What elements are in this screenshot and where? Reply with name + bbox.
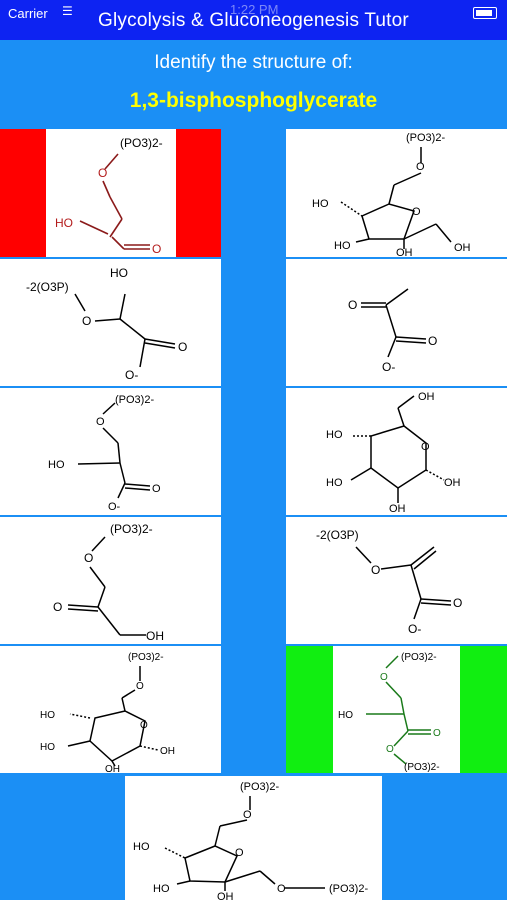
svg-text:O: O (235, 847, 244, 859)
label-text: HO (48, 459, 65, 471)
label-text: (PO3)2- (404, 762, 440, 773)
label-text: O- (382, 360, 395, 374)
label-text: (PO3)2- (115, 394, 154, 406)
choice-glucose[interactable]: OH O HO HO OH OH (286, 388, 507, 515)
label-text: HO (40, 710, 55, 721)
structure-image: OH O HO HO OH OH (326, 391, 461, 515)
wifi-icon: ☰ (62, 4, 73, 18)
svg-text:O: O (84, 551, 93, 565)
structure-image: (PO3)2- O O HO HO OH OH (312, 132, 471, 257)
label-text: OH (444, 477, 461, 489)
svg-text:O: O (140, 720, 148, 731)
label-text: HO (110, 266, 128, 280)
svg-text:O: O (348, 298, 357, 312)
choice-glyceraldehyde-3-phosphate[interactable]: (PO3)2- O HO O (0, 129, 221, 257)
label-text: (PO3)2- (120, 136, 163, 150)
choice-3-phosphoglycerate[interactable]: (PO3)2- O HO O O- (0, 388, 221, 515)
structure-image: (PO3)2- O O HO HO OH OH (40, 652, 175, 773)
battery-icon (473, 7, 497, 19)
label-text: (PO3)2- (240, 781, 279, 793)
structure-image: (PO3)2- O HO O (55, 136, 163, 256)
correct-marker (460, 646, 507, 773)
correct-marker (286, 646, 333, 773)
svg-text:O: O (98, 166, 107, 180)
label-text: OH (389, 503, 406, 515)
label-text: -2(O3P) (316, 528, 359, 542)
choice-phosphoenolpyruvate[interactable]: -2(O3P) O O O- (286, 517, 507, 644)
label-text: OH (217, 891, 234, 900)
svg-text:O: O (453, 596, 462, 610)
structure-image: (PO3)2- O O O HO HO OH (PO3)2- (133, 781, 368, 900)
label-text: OH (146, 629, 164, 643)
label-text: HO (312, 198, 329, 210)
svg-text:O: O (421, 441, 430, 453)
choice-fructose-6-phosphate[interactable]: (PO3)2- O O HO HO OH OH (286, 129, 507, 257)
svg-text:O: O (96, 416, 105, 428)
svg-text:O: O (433, 728, 441, 739)
svg-text:O: O (277, 883, 286, 895)
label-text: OH (396, 247, 413, 257)
label-text: O- (125, 368, 138, 382)
svg-text:O: O (243, 809, 252, 821)
svg-text:O: O (178, 340, 187, 354)
label-text: (PO3)2- (406, 132, 445, 144)
label-text: OH (454, 242, 471, 254)
status-bar: Carrier ☰ 1:22 PM Glycolysis & Gluconeog… (0, 0, 507, 40)
label-text: OH (418, 391, 435, 403)
svg-text:O: O (152, 483, 161, 495)
question-prompt: Identify the structure of: (154, 52, 353, 73)
wrong-marker (176, 129, 221, 257)
label-text: (PO3)2- (329, 883, 368, 895)
svg-text:O: O (136, 681, 144, 692)
svg-text:O: O (371, 563, 380, 577)
svg-text:O: O (428, 334, 437, 348)
structure-image: (PO3)2- O O OH (53, 522, 164, 643)
svg-text:O: O (412, 206, 421, 218)
svg-text:O: O (82, 314, 91, 328)
choice-glucose-6-phosphate[interactable]: (PO3)2- O O HO HO OH OH (0, 646, 221, 773)
structure-image: O O O- (348, 288, 437, 374)
svg-text:O: O (53, 600, 62, 614)
app-title: Glycolysis & Gluconeogenesis Tutor (98, 10, 409, 31)
label-text: HO (326, 429, 343, 441)
label-text: O- (108, 501, 121, 513)
label-text: O- (408, 622, 421, 636)
label-text: HO (153, 883, 170, 895)
choice-pyruvate[interactable]: O O O- (286, 259, 507, 386)
carrier-label: Carrier (8, 6, 48, 21)
svg-text:O: O (380, 672, 388, 683)
choice-2-phosphoglycerate[interactable]: HO -2(O3P) O O O- (0, 259, 221, 386)
label-text: HO (338, 710, 353, 721)
target-molecule: 1,3-bisphosphoglycerate (129, 89, 378, 112)
label-text: HO (326, 477, 343, 489)
label-text: OH (105, 764, 120, 773)
label-text: HO (55, 216, 73, 230)
svg-text:O: O (416, 161, 425, 173)
choice-fructose-1-6-bisphosphate[interactable]: (PO3)2- O O O HO HO OH (PO3)2- (125, 776, 382, 900)
svg-text:O: O (386, 744, 394, 755)
structure-image: HO -2(O3P) O O O- (26, 266, 187, 382)
choice-dihydroxyacetone-phosphate[interactable]: (PO3)2- O O OH (0, 517, 221, 644)
wrong-marker (0, 129, 46, 257)
clock: 1:22 PM (230, 2, 279, 17)
label-text: HO (40, 742, 55, 753)
svg-text:O: O (152, 242, 161, 256)
structure-image: (PO3)2- O HO O O- (48, 394, 161, 513)
label-text: (PO3)2- (128, 652, 164, 663)
choice-1-3-bisphosphoglycerate[interactable]: (PO3)2- O HO O O (PO3)2- (286, 646, 507, 773)
label-text: HO (334, 240, 351, 252)
label-text: (PO3)2- (401, 652, 437, 663)
label-text: -2(O3P) (26, 280, 69, 294)
label-text: OH (160, 746, 175, 757)
label-text: (PO3)2- (110, 522, 153, 536)
structure-image: (PO3)2- O HO O O (PO3)2- (338, 652, 441, 773)
label-text: HO (133, 841, 150, 853)
structure-image: -2(O3P) O O O- (316, 528, 462, 636)
